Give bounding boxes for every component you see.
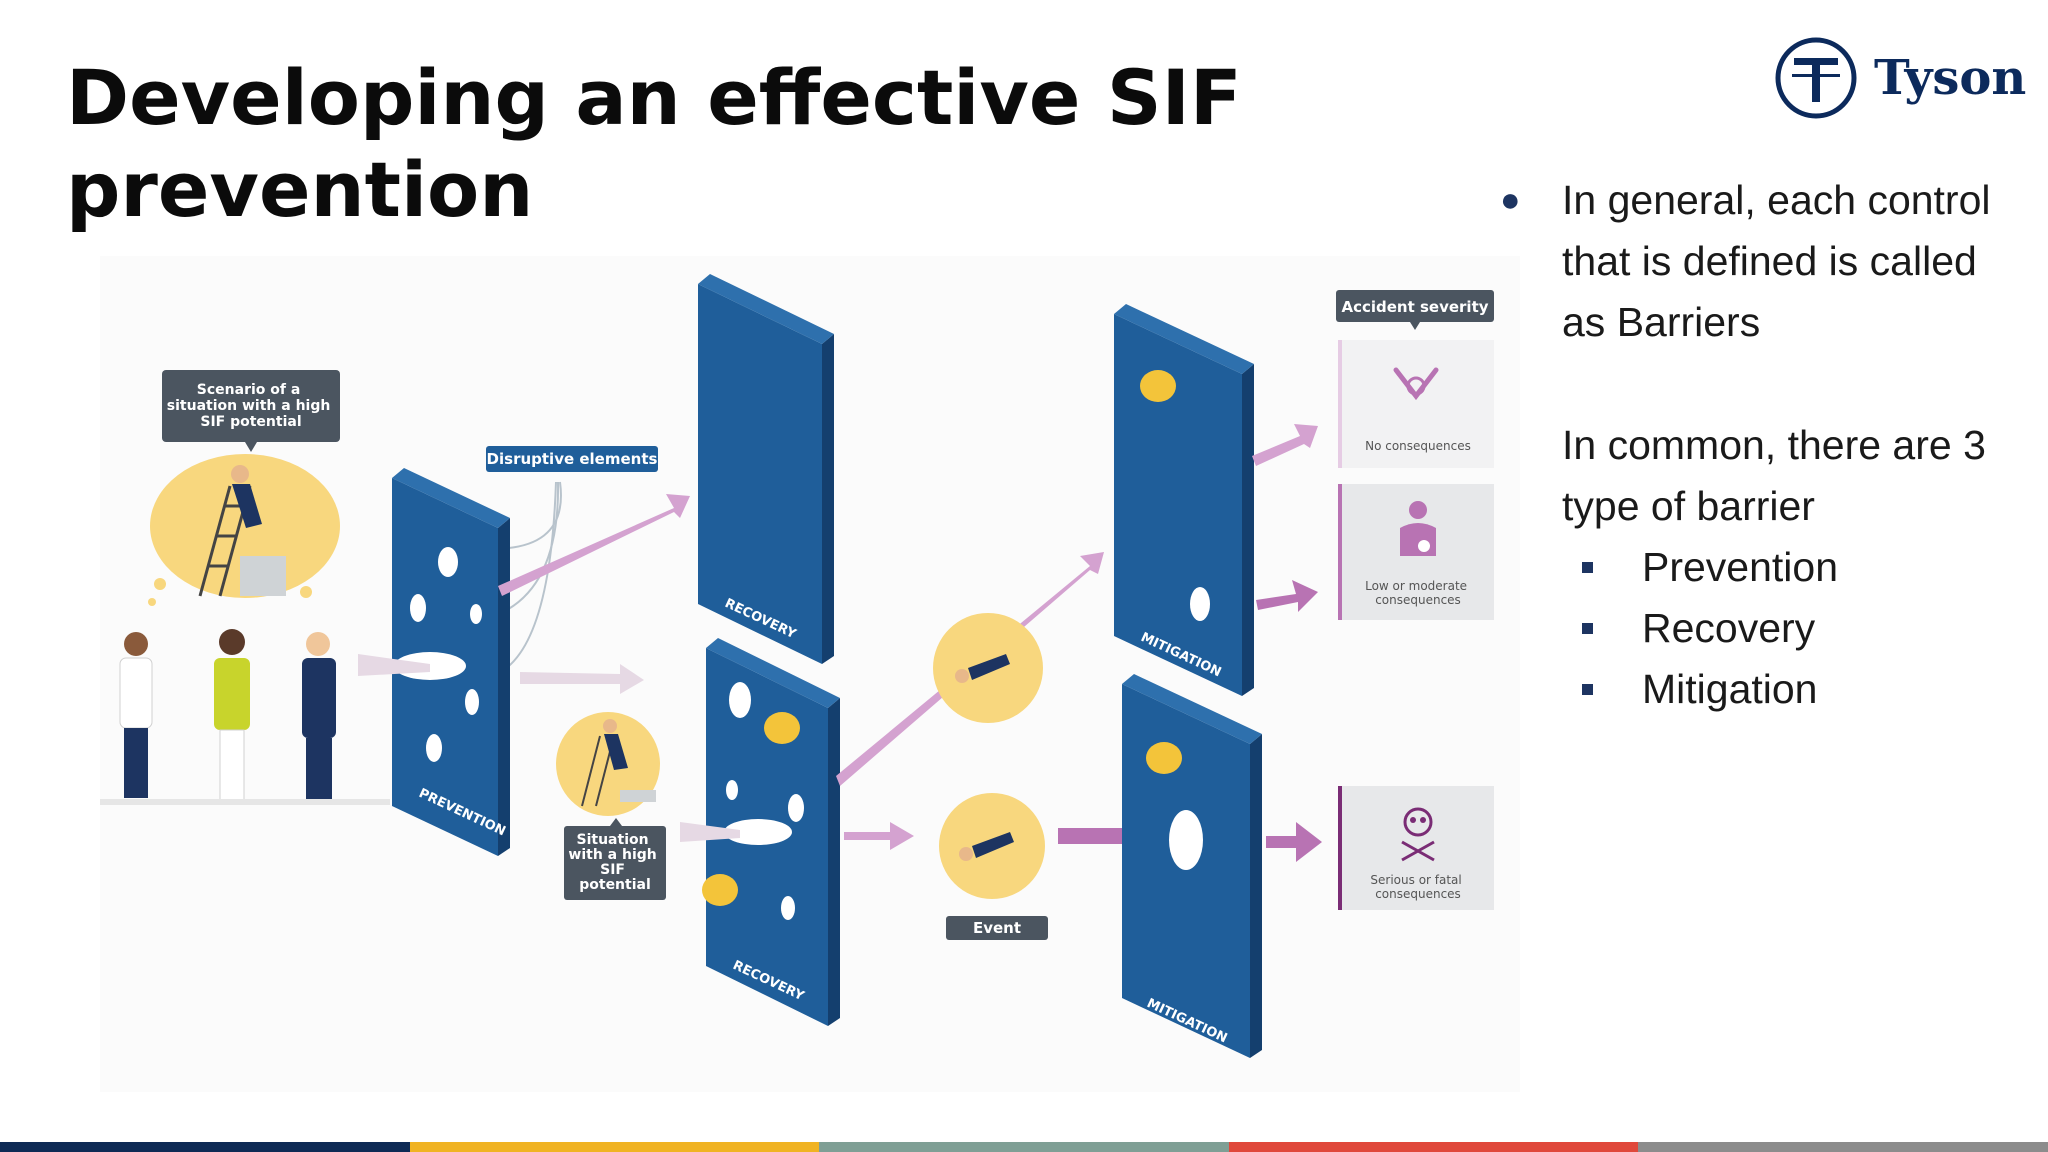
flow-arrow bbox=[520, 664, 644, 694]
scenario-line: situation with a high bbox=[167, 398, 331, 414]
thought-dot bbox=[148, 598, 156, 606]
barrier-diagram: Scenario of a situation with a high SIF … bbox=[100, 256, 1520, 1092]
skull-icon bbox=[1401, 807, 1435, 862]
scenario-line: Scenario of a bbox=[197, 382, 301, 398]
scenario-thought-bubble bbox=[150, 454, 340, 598]
ladder-worker-illustration bbox=[198, 465, 286, 597]
bullet-list: ● In general, each control that is defin… bbox=[1500, 170, 2020, 720]
svg-text:Scenario of a situation: Scenario of a situation with a high SIF … bbox=[167, 382, 335, 430]
disruptive-elements-label: Disruptive elements bbox=[486, 446, 658, 472]
bullet-dot-icon: ● bbox=[1500, 181, 1521, 219]
brand-name: Tyson bbox=[1874, 50, 2027, 106]
situation-callout: Situation with a high SIF potential bbox=[564, 818, 666, 900]
recovery-panel-top: RECOVERY bbox=[698, 274, 834, 664]
bullet-item-types: ● In common, there are 3 type of barrier bbox=[1500, 415, 2020, 537]
situation-line: with a high bbox=[568, 847, 656, 863]
mitigation-panel-bottom: MITIGATION bbox=[1122, 674, 1262, 1058]
flow-arrow-strong bbox=[1058, 814, 1166, 858]
bullet-text: In general, each control that is defined… bbox=[1562, 177, 1991, 345]
accident-severity-text: Accident severity bbox=[1341, 298, 1488, 316]
situation-line: Situation bbox=[577, 832, 649, 848]
footer-segment-sage bbox=[819, 1142, 1229, 1152]
outcome-serious-fatal: Serious or fatal consequences bbox=[1338, 786, 1494, 910]
tyson-logo-icon bbox=[1775, 37, 1857, 119]
scenario-callout: Scenario of a situation with a high SIF … bbox=[162, 370, 340, 452]
square-bullet-icon bbox=[1582, 623, 1593, 634]
disruptive-elements-text: Disruptive elements bbox=[487, 450, 658, 468]
footer-segment-navy bbox=[0, 1142, 410, 1152]
sub-item-label: Prevention bbox=[1642, 544, 1839, 590]
happy-person-icon bbox=[1393, 367, 1439, 401]
flow-arrow bbox=[844, 822, 914, 850]
accident-severity-label: Accident severity bbox=[1336, 290, 1494, 330]
falling-worker-illustration bbox=[955, 654, 1010, 683]
outcome-serious-line: consequences bbox=[1375, 887, 1461, 901]
injured-person-icon bbox=[1400, 501, 1436, 556]
outcome-serious-line: Serious or fatal bbox=[1370, 873, 1461, 887]
sub-item-label: Recovery bbox=[1642, 605, 1816, 651]
situation-line: potential bbox=[579, 877, 651, 893]
event-worker-illustration bbox=[959, 832, 1014, 861]
sub-item-recovery: Recovery bbox=[1582, 598, 2020, 659]
footer-segment-red bbox=[1228, 1142, 1639, 1152]
footer-color-bar bbox=[0, 1142, 2048, 1152]
flow-arrow-strong bbox=[1266, 822, 1322, 862]
situation-line: SIF bbox=[600, 862, 625, 878]
cloud-puff bbox=[724, 819, 792, 845]
tyson-logo: Tyson bbox=[1774, 36, 2026, 122]
bullet-item-barriers: ● In general, each control that is defin… bbox=[1500, 170, 2020, 353]
slide-title: Developing an effective SIF prevention bbox=[66, 53, 1242, 234]
sub-item-label: Mitigation bbox=[1642, 666, 1818, 712]
footer-segment-gray bbox=[1638, 1142, 2048, 1152]
team-people-illustration bbox=[119, 629, 336, 801]
outcome-no-consequences: No consequences bbox=[1338, 340, 1494, 468]
outcome-none-text: No consequences bbox=[1365, 439, 1471, 453]
flow-arrow bbox=[680, 822, 740, 842]
event-label: Event bbox=[973, 919, 1021, 937]
flow-arrow bbox=[498, 494, 690, 596]
outcome-low-moderate: Low or moderate consequences bbox=[1338, 484, 1494, 620]
mitigation-panel-top: MITIGATION bbox=[1114, 304, 1254, 696]
square-bullet-icon bbox=[1582, 684, 1593, 695]
thought-dot bbox=[300, 586, 312, 598]
event-callout: Event bbox=[946, 916, 1048, 940]
svg-text:Low or moderate conseque: Low or moderate consequences bbox=[1365, 579, 1471, 607]
flow-arrow bbox=[358, 654, 430, 676]
sub-item-mitigation: Mitigation bbox=[1582, 659, 2020, 720]
scenario-line: SIF potential bbox=[200, 414, 301, 430]
flow-arrow-strong bbox=[1256, 580, 1318, 612]
sub-bullet-list: Prevention Recovery Mitigation bbox=[1582, 537, 2020, 720]
thought-dot bbox=[154, 578, 166, 590]
svg-text:Serious or fatal consequ: Serious or fatal consequences bbox=[1370, 873, 1465, 901]
situation-worker-illustration bbox=[581, 719, 656, 807]
outcome-low-line: consequences bbox=[1375, 593, 1461, 607]
sub-item-prevention: Prevention bbox=[1582, 537, 2020, 598]
svg-text:Situation with a high: Situation with a high SIF potential bbox=[568, 832, 661, 893]
bullet-text: In common, there are 3 type of barrier bbox=[1562, 422, 1986, 529]
outcome-low-line: Low or moderate bbox=[1365, 579, 1467, 593]
square-bullet-icon bbox=[1582, 562, 1593, 573]
flow-arrow bbox=[1252, 424, 1318, 466]
footer-segment-gold bbox=[409, 1142, 820, 1152]
